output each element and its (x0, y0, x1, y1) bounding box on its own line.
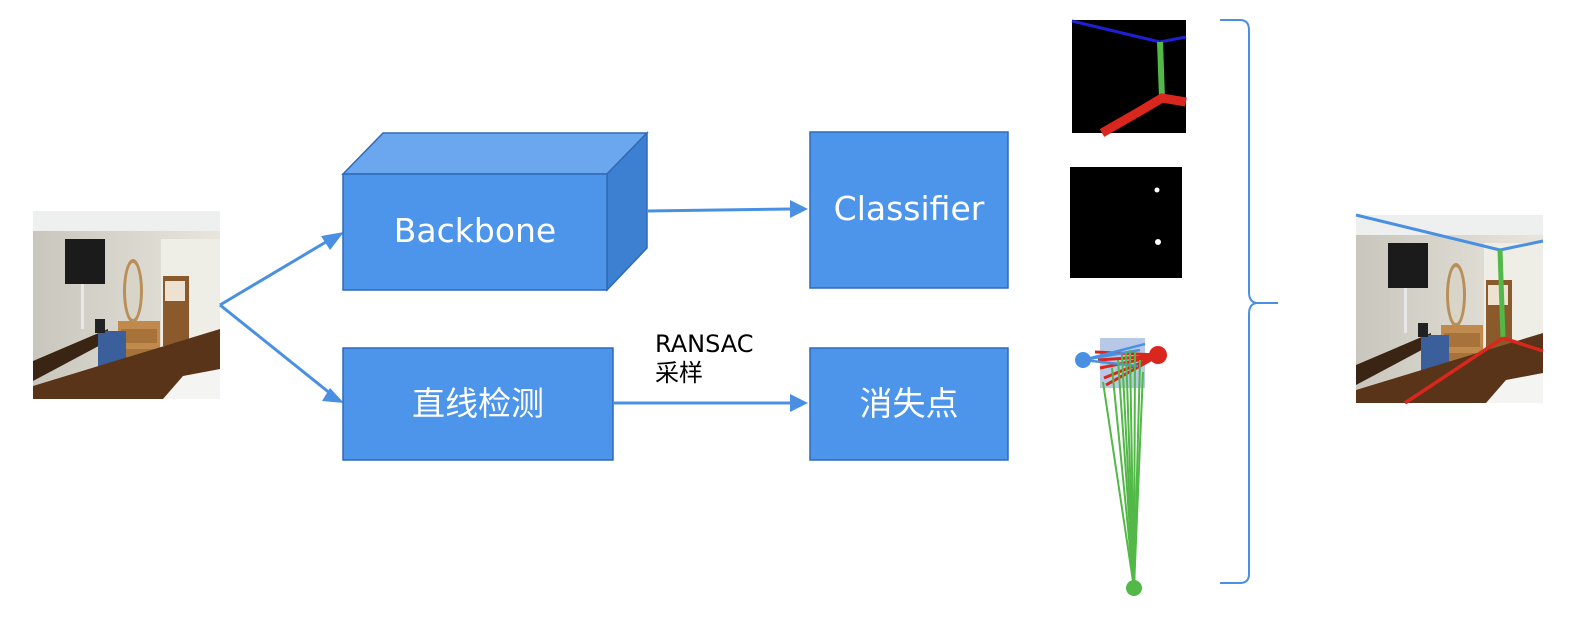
backbone-label: Backbone (394, 211, 556, 250)
line-map-output (1071, 19, 1187, 137)
arrow-backbone-classifier (646, 207, 793, 213)
line-detection-label: 直线检测 (412, 384, 544, 423)
point-map-output (1070, 167, 1182, 278)
sampling-label: 采样 (655, 359, 703, 387)
vanishing-point-box: 消失点 (809, 347, 1009, 461)
arrow-to-backbone (219, 234, 337, 307)
ransac-label: RANSAC (655, 330, 754, 358)
vp-point-red (1149, 346, 1167, 364)
vanishing-point-label: 消失点 (860, 384, 959, 423)
arrowhead-vp (790, 394, 808, 412)
vp-point-blue (1075, 352, 1091, 368)
vp-point-green (1126, 580, 1142, 596)
backbone-box: Backbone (341, 131, 649, 292)
input-arrows (219, 234, 337, 400)
input-image (33, 211, 220, 399)
arrow-to-line-detection (219, 303, 337, 400)
output-image (1355, 213, 1544, 405)
vanishing-point-visual (1075, 338, 1167, 596)
classifier-label: Classifier (834, 189, 985, 228)
classifier-box: Classifier (809, 131, 1009, 289)
arrowhead-classifier (790, 200, 808, 218)
brace (1220, 19, 1278, 584)
arrowhead-line-detection (322, 388, 344, 403)
arrowhead-backbone (321, 232, 344, 250)
line-detection-box: 直线检测 (342, 347, 614, 461)
